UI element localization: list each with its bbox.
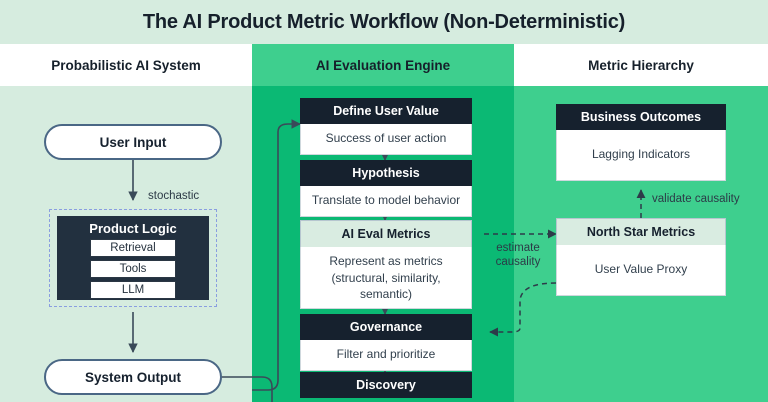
node-product-logic-title: Product Logic (89, 221, 177, 236)
node-system-output[interactable]: System Output (44, 359, 222, 395)
node-product-logic[interactable]: Product Logic Retrieval Tools LLM (57, 216, 209, 300)
page-title: The AI Product Metric Workflow (Non-Dete… (142, 10, 626, 33)
title-band: The AI Product Metric Workflow (Non-Dete… (0, 0, 768, 44)
node-governance-body: Filter and prioritize (300, 340, 472, 371)
node-north-star-metrics-title: North Star Metrics (556, 218, 726, 246)
node-business-outcomes[interactable]: Business Outcomes Lagging Indicators (556, 104, 726, 181)
node-ai-eval-metrics-title: AI Eval Metrics (300, 220, 472, 248)
product-logic-group (49, 209, 217, 307)
column-header-metric-hierarchy: Metric Hierarchy (514, 44, 768, 86)
node-governance-title: Governance (300, 314, 472, 341)
node-hypothesis-title: Hypothesis (300, 160, 472, 187)
node-governance[interactable]: Governance Filter and prioritize (300, 314, 472, 371)
node-system-output-label: System Output (84, 369, 181, 385)
node-business-outcomes-body: Lagging Indicators (556, 130, 726, 181)
product-logic-component-tools[interactable]: Tools (90, 260, 176, 278)
column-header-strip: Probabilistic AI System AI Evaluation En… (0, 44, 768, 86)
column-header-ai-evaluation-engine: AI Evaluation Engine (252, 44, 514, 86)
node-ai-eval-metrics[interactable]: AI Eval Metrics Represent as metrics (st… (300, 220, 472, 309)
node-user-input[interactable]: User Input (44, 124, 222, 160)
node-north-star-metrics-body: User Value Proxy (556, 245, 726, 296)
node-north-star-metrics[interactable]: North Star Metrics User Value Proxy (556, 218, 726, 296)
node-hypothesis[interactable]: Hypothesis Translate to model behavior (300, 160, 472, 217)
label-validate-causality: validate causality (652, 193, 740, 205)
label-estimate-causality: estimate causality (495, 242, 541, 269)
node-discovery-title: Discovery (300, 372, 472, 399)
node-define-user-value-title: Define User Value (300, 98, 472, 125)
node-business-outcomes-title: Business Outcomes (556, 104, 726, 131)
column-header-probabilistic-ai-system: Probabilistic AI System (0, 44, 252, 86)
node-ai-eval-metrics-body: Represent as metrics (structural, simila… (300, 247, 472, 309)
node-user-input-label: User Input (99, 134, 167, 150)
product-logic-component-llm[interactable]: LLM (90, 281, 176, 299)
node-define-user-value-body: Success of user action (300, 124, 472, 155)
node-define-user-value[interactable]: Define User Value Success of user action (300, 98, 472, 155)
label-stochastic: stochastic (148, 190, 200, 202)
node-hypothesis-body: Translate to model behavior (300, 186, 472, 217)
product-logic-component-retrieval[interactable]: Retrieval (90, 239, 176, 257)
node-discovery[interactable]: Discovery (300, 372, 472, 399)
